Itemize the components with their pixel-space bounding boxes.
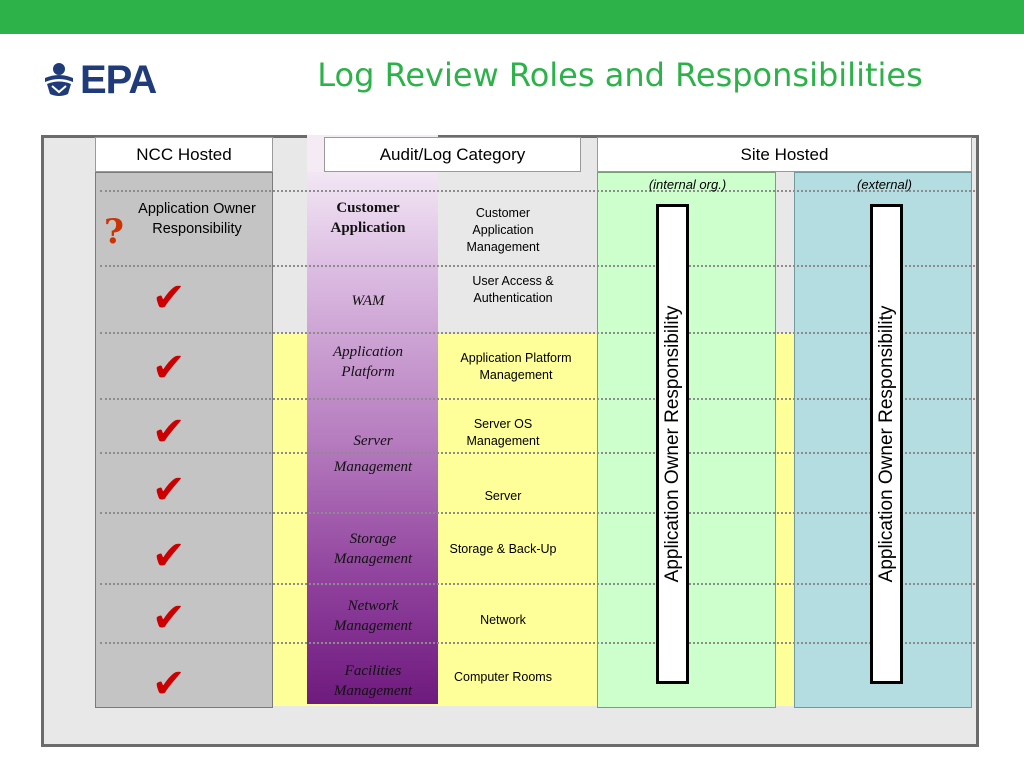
purple-label-storage-management: Storage Management bbox=[333, 531, 413, 567]
category-computer-rooms: Computer Rooms bbox=[454, 670, 552, 684]
row-divider bbox=[100, 512, 975, 514]
audit-log-category-header: Audit/Log Category bbox=[324, 137, 581, 172]
checkmark-icon: ✔ bbox=[152, 467, 186, 513]
checkmark-icon: ✔ bbox=[152, 345, 186, 391]
top-green-bar bbox=[0, 0, 1024, 34]
internal-responsibility-box: Application Owner Responsibility bbox=[656, 204, 689, 684]
checkmark-icon: ✔ bbox=[152, 661, 186, 707]
checkmark-icon: ✔ bbox=[152, 275, 186, 321]
category-grey-area bbox=[438, 172, 597, 334]
logo-text: EPA bbox=[80, 57, 157, 102]
purple-label-facilities-management: Facilities Management bbox=[333, 663, 413, 699]
yellow-band-gap bbox=[776, 333, 794, 706]
row-divider bbox=[100, 642, 975, 644]
external-label: (external) bbox=[857, 177, 912, 192]
site-hosted-header: Site Hosted bbox=[597, 137, 972, 172]
external-responsibility-box: Application Owner Responsibility bbox=[870, 204, 903, 684]
category-network: Network bbox=[480, 613, 526, 627]
category-storage-backup: Storage & Back-Up bbox=[449, 542, 557, 556]
category-customer-application-management: Customer Application Management bbox=[466, 206, 540, 254]
row-divider bbox=[100, 332, 975, 334]
application-owner-responsibility-label: Application Owner Responsibility bbox=[138, 201, 256, 237]
checkmark-icon: ✔ bbox=[152, 533, 186, 579]
checkmark-icon: ✔ bbox=[152, 409, 186, 455]
purple-label-network-management: Network Management bbox=[333, 598, 413, 634]
epa-logo: EPA bbox=[42, 58, 162, 102]
row-divider bbox=[100, 583, 975, 585]
category-user-access-authentication: User Access & Authentication bbox=[472, 274, 554, 305]
external-responsibility-text: Application Owner Responsibility bbox=[875, 305, 897, 583]
question-mark-icon: ? bbox=[104, 212, 124, 252]
epa-seal-icon bbox=[45, 63, 73, 96]
row-divider bbox=[100, 265, 975, 267]
ncc-column bbox=[95, 172, 273, 708]
internal-responsibility-text: Application Owner Responsibility bbox=[661, 305, 683, 583]
category-server-os-management: Server OS Management bbox=[466, 417, 540, 448]
category-application-platform-management: Application Platform Management bbox=[460, 351, 572, 382]
purple-label-customer-application: Customer Application bbox=[330, 200, 406, 236]
purple-category-column bbox=[307, 172, 438, 704]
row-divider bbox=[100, 398, 975, 400]
purple-label-wam: WAM bbox=[351, 293, 385, 309]
internal-org-label: (internal org.) bbox=[648, 177, 727, 192]
checkmark-icon: ✔ bbox=[152, 595, 186, 641]
row-divider bbox=[100, 452, 975, 454]
row-divider bbox=[100, 190, 975, 192]
category-server: Server bbox=[484, 489, 522, 503]
purple-label-server-management: Server Management bbox=[333, 433, 413, 475]
purple-label-application-platform: Application Platform bbox=[333, 344, 403, 380]
ncc-hosted-header: NCC Hosted bbox=[95, 137, 273, 172]
page-title: Log Review Roles and Responsibilities bbox=[317, 56, 923, 94]
